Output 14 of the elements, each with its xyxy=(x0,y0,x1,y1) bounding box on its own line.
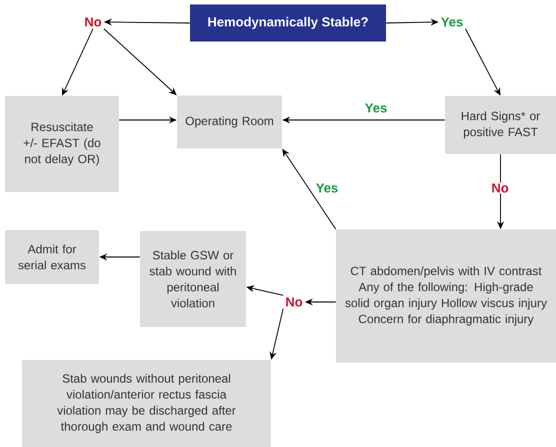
branch-label: No xyxy=(286,297,302,307)
process-box: Admit for serial exams xyxy=(5,230,99,284)
edge-label: No xyxy=(490,182,510,194)
decision-box: Hemodynamically Stable? xyxy=(190,4,386,42)
process-box: Resuscitate +/- EFAST (do not delay OR) xyxy=(5,96,119,192)
branch-label: No xyxy=(85,17,102,27)
process-box: Hard Signs* or positive FAST xyxy=(445,96,556,154)
process-box: Operating Room xyxy=(177,96,282,148)
process-box: Stab wounds without peritoneal violation/anterior rectus fascia violation may be discharged after thorough exam and wound care xyxy=(22,360,271,447)
edge-label: Yes xyxy=(314,182,340,194)
process-box: CT abdomen/pelvis with IV contrast Any of the following: High-grade solid organ injury Hollow viscus injury Concern for diaphragmatic injury xyxy=(336,230,556,362)
edge-label: Yes xyxy=(364,102,388,114)
process-box: Stable GSW or stab wound with peritoneal violation xyxy=(140,231,246,327)
branch-label: Yes xyxy=(441,17,463,27)
